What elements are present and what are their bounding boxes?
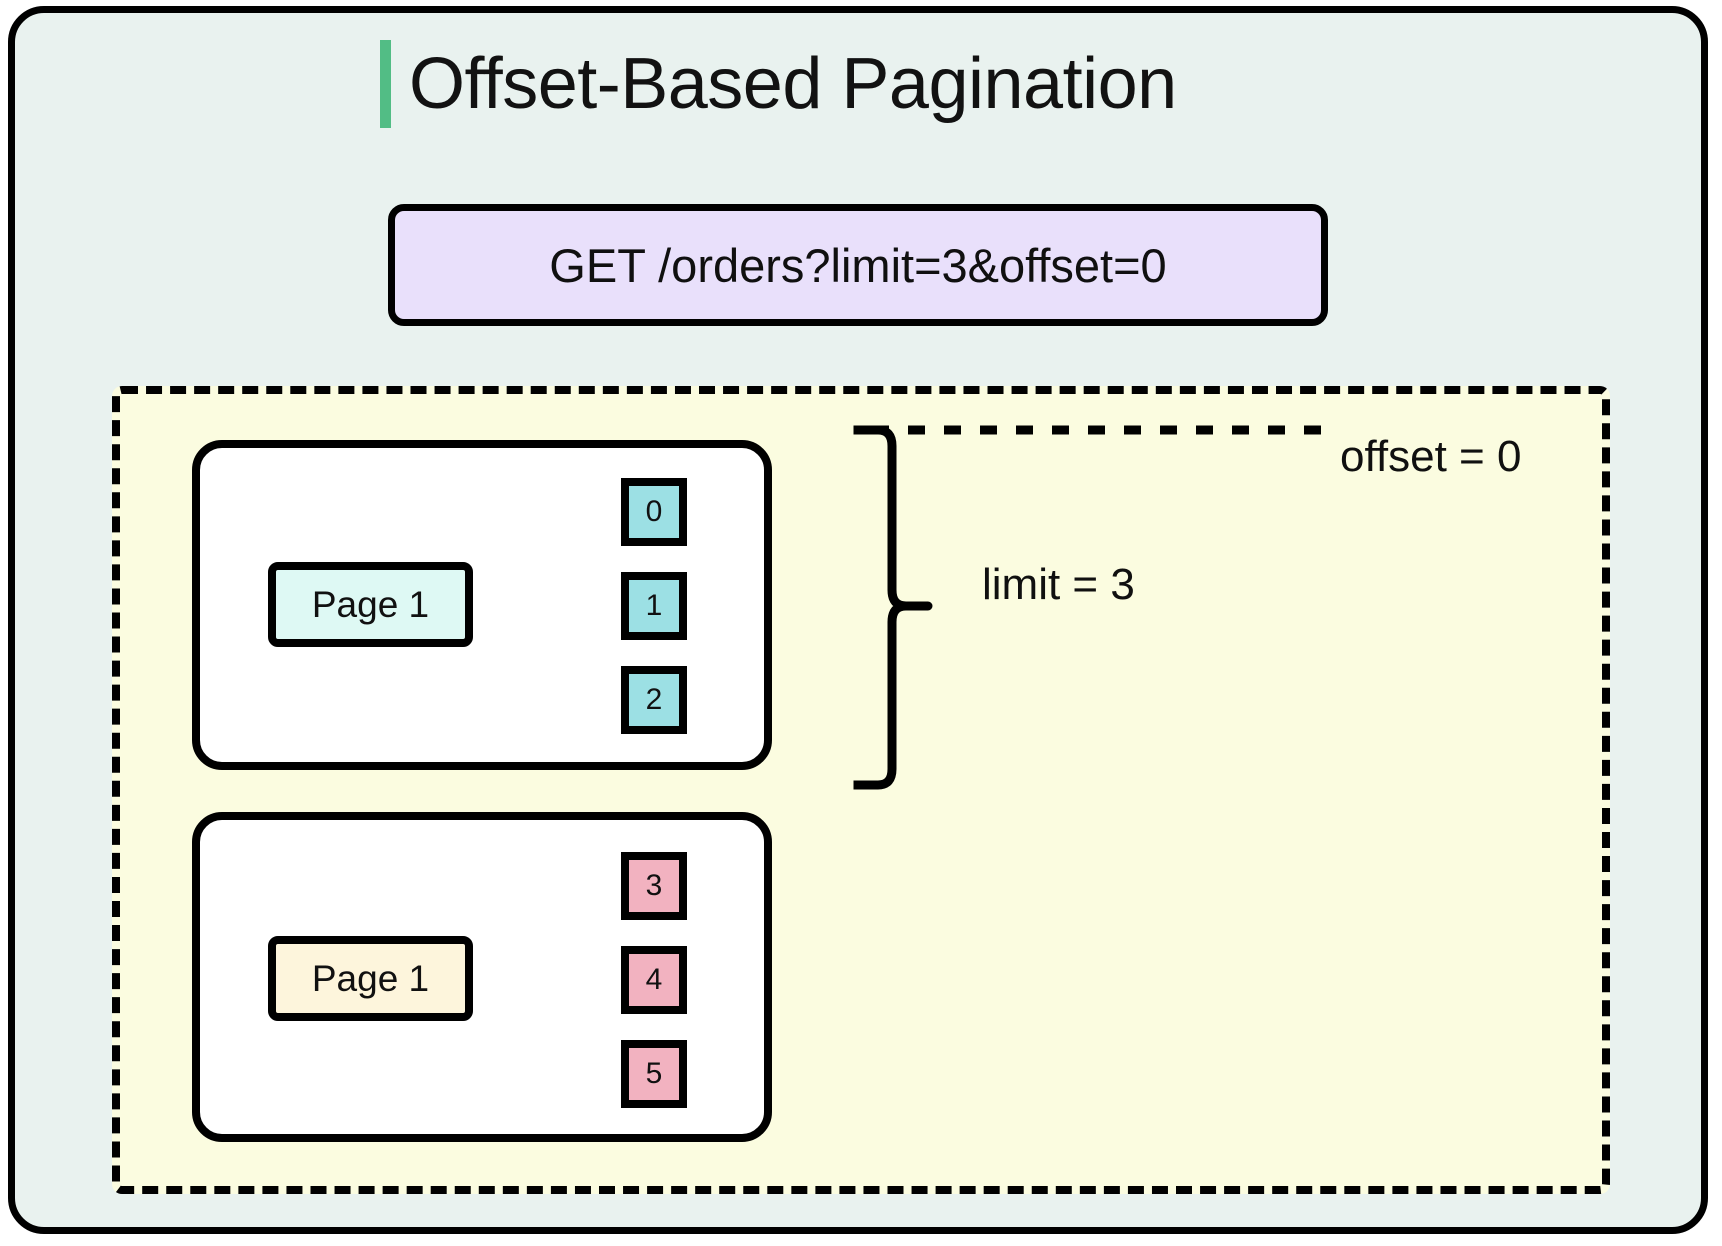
item-cell-0-text: 0: [645, 495, 663, 528]
item-cell-1: 1: [621, 572, 687, 640]
item-cell-5-text: 5: [645, 1057, 663, 1090]
item-cell-4-text: 4: [645, 963, 663, 996]
limit-annotation-label: limit = 3: [982, 560, 1135, 609]
page-label-first: Page 1: [268, 562, 473, 647]
page-label-second-text: Page 1: [311, 957, 430, 999]
title-accent-bar: [380, 40, 391, 128]
page-label-second: Page 1: [268, 936, 473, 1021]
request-url-box: GET /orders?limit=3&offset=0: [388, 204, 1328, 326]
item-cell-2-text: 2: [645, 683, 663, 716]
page-label-first-text: Page 1: [311, 583, 430, 625]
item-cell-1-text: 1: [645, 589, 663, 622]
item-cell-2: 2: [621, 666, 687, 734]
item-cell-3: 3: [621, 852, 687, 920]
item-cell-3-text: 3: [645, 869, 663, 902]
title-text: Offset-Based Pagination: [409, 44, 1177, 124]
item-cell-5: 5: [621, 1040, 687, 1108]
request-url-text: GET /orders?limit=3&offset=0: [549, 238, 1167, 292]
item-cell-4: 4: [621, 946, 687, 1014]
item-cell-0: 0: [621, 478, 687, 546]
offset-annotation-label: offset = 0: [1340, 432, 1522, 481]
page-title: Offset-Based Pagination: [380, 36, 1177, 132]
